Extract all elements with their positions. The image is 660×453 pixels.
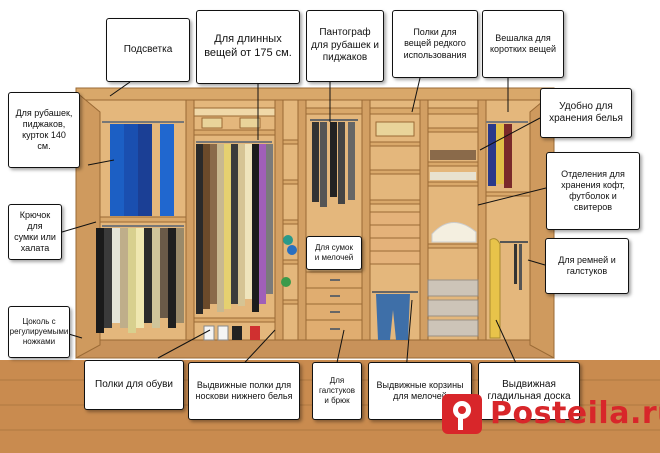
callout-linen: Удобно для хранения белья bbox=[540, 88, 632, 138]
callout-short-hanger: Вешалка для коротких вещей bbox=[482, 10, 564, 78]
section-center-shelves bbox=[369, 107, 421, 340]
section-shirts bbox=[96, 121, 187, 333]
callout-pantograph: Пантограф для рубашек и пиджаков bbox=[306, 10, 384, 82]
callout-backlight: Подсветка bbox=[106, 18, 190, 82]
callout-plinth: Цоколь с регулируемыми ножками bbox=[8, 306, 70, 358]
callout-leaders bbox=[61, 77, 547, 373]
callout-belts: Для ремней и галстуков bbox=[545, 238, 629, 294]
callout-hook: Крючок для сумки или халата bbox=[8, 204, 62, 260]
section-long-items bbox=[193, 107, 276, 341]
callout-sweaters: Отделения для хранения кофт, футболок и … bbox=[546, 152, 640, 230]
callout-ironing: Выдвижная гладильная доска bbox=[478, 362, 580, 420]
callout-ties-trousers: Для галстуков и брюк bbox=[312, 362, 362, 420]
callout-long-items: Для длинных вещей от 175 см. bbox=[196, 10, 300, 84]
callout-shoes: Полки для обуви bbox=[84, 360, 184, 410]
callout-socks: Выдвижные полки для носкови нижнего бель… bbox=[188, 362, 300, 420]
section-right-center bbox=[427, 107, 479, 337]
section-right bbox=[485, 121, 531, 339]
watermark-logo-icon bbox=[442, 394, 482, 434]
callout-bags: Для сумок и мелочей bbox=[306, 236, 362, 270]
watermark: Posteila.ru bbox=[440, 392, 660, 436]
callout-rare-shelves: Полки для вещей редкого использования bbox=[392, 10, 478, 78]
watermark-text: Posteila.ru bbox=[490, 396, 660, 431]
callout-shirts-jackets: Для рубашек, пиджаков, курток 140 см. bbox=[8, 92, 80, 168]
section-narrow bbox=[281, 139, 299, 305]
section-pantograph bbox=[305, 107, 363, 341]
